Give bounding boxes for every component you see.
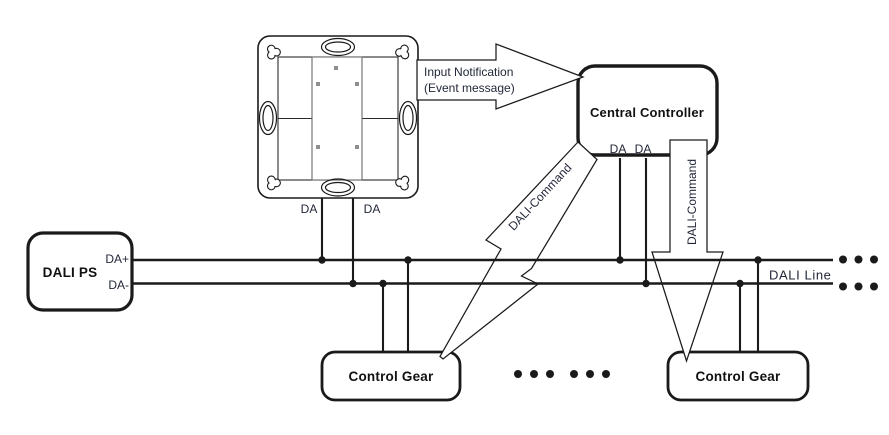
dali-ps-label: DALI PS [43, 265, 98, 280]
dali-bus-lines [132, 258, 833, 285]
control-gear-left-wires [381, 260, 410, 353]
screw-hole-icon [395, 175, 410, 191]
control-gear-left-box [320, 350, 462, 402]
dali-command-vertical-arrow [651, 139, 724, 364]
dali-command-vertical-label: DALI-Command [685, 159, 699, 245]
control-gear-right-label: Control Gear [696, 369, 781, 384]
bus-continues-ellipsis [839, 255, 878, 291]
control-gear-right-box [666, 350, 810, 402]
da-plus-label: DA+ [105, 252, 129, 266]
more-gear-ellipsis [514, 370, 610, 378]
da-minus-label: DA- [108, 278, 129, 292]
screw-hole-icon [395, 44, 410, 60]
central-controller-box [576, 64, 719, 157]
dali-ps-box [26, 231, 134, 312]
controller-da-wires [618, 158, 648, 284]
panel-da-wires [320, 198, 355, 284]
control-gear-left-label: Control Gear [349, 369, 434, 384]
dali-line-label: DALI Line [769, 268, 832, 283]
input-notification-arrow [416, 43, 585, 110]
bus-junction-dots [318, 256, 762, 288]
cc-da-left-label: DA [610, 142, 627, 156]
screw-hole-icon [266, 175, 281, 191]
panel-da-left-label: DA [301, 202, 318, 216]
panel-da-right-label: DA [364, 202, 381, 216]
central-controller-label: Central Controller [590, 105, 704, 120]
push-button-panel-icon [257, 35, 419, 199]
panel-oval-slots [258, 37, 418, 197]
dali-command-diagonal-arrow [439, 141, 598, 360]
input-arrow-label-line1: Input Notification [424, 65, 513, 79]
input-arrow-label-line2: (Event message) [424, 81, 515, 95]
cc-da-right-label: DA [635, 142, 652, 156]
control-gear-right-wires [738, 260, 760, 353]
screw-hole-icon [266, 44, 281, 60]
panel-indicator-dots [316, 66, 359, 149]
